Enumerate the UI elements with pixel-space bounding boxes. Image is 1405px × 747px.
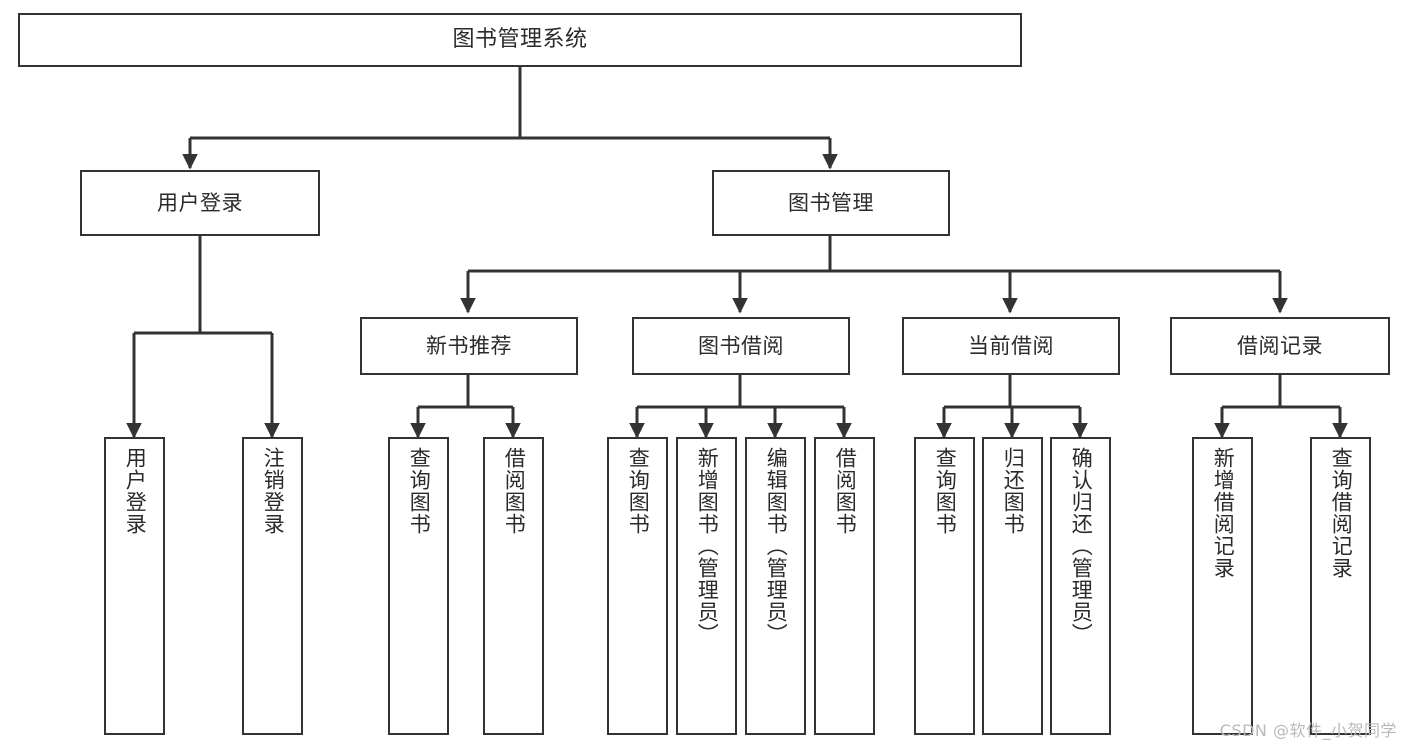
leaf-current-borrow-return[interactable]: 归还图书 bbox=[982, 437, 1043, 735]
leaf-borrow-record-query[interactable]: 查询借阅记录 bbox=[1310, 437, 1371, 735]
leaf-current-borrow-confirm[interactable]: 确认归还（管理员） bbox=[1050, 437, 1111, 735]
leaf-label: 查询图书 bbox=[407, 447, 432, 535]
node-borrow-record[interactable]: 借阅记录 bbox=[1170, 317, 1390, 375]
leaf-label: 借阅图书 bbox=[502, 447, 527, 535]
node-user-login-label: 用户登录 bbox=[157, 190, 243, 215]
node-new-book-recommend-label: 新书推荐 bbox=[426, 333, 512, 358]
leaf-book-borrow-query[interactable]: 查询图书 bbox=[607, 437, 668, 735]
node-current-borrow-label: 当前借阅 bbox=[968, 333, 1054, 358]
node-book-borrow-label: 图书借阅 bbox=[698, 333, 784, 358]
leaf-current-borrow-query[interactable]: 查询图书 bbox=[914, 437, 975, 735]
node-current-borrow[interactable]: 当前借阅 bbox=[902, 317, 1120, 375]
node-book-manage[interactable]: 图书管理 bbox=[712, 170, 950, 236]
node-borrow-record-label: 借阅记录 bbox=[1237, 333, 1323, 358]
leaf-book-borrow-add[interactable]: 新增图书（管理员） bbox=[676, 437, 737, 735]
node-root[interactable]: 图书管理系统 bbox=[18, 13, 1022, 67]
watermark: CSDN @软件_小贺同学 bbox=[1219, 721, 1397, 740]
leaf-label: 确认归还（管理员） bbox=[1069, 447, 1094, 645]
leaf-label: 查询图书 bbox=[626, 447, 651, 535]
leaf-label: 归还图书 bbox=[1001, 447, 1026, 535]
leaf-borrow-record-add[interactable]: 新增借阅记录 bbox=[1192, 437, 1253, 735]
node-book-borrow[interactable]: 图书借阅 bbox=[632, 317, 850, 375]
node-new-book-recommend[interactable]: 新书推荐 bbox=[360, 317, 578, 375]
leaf-label: 注销登录 bbox=[261, 447, 286, 535]
leaf-user-login-login[interactable]: 用户登录 bbox=[104, 437, 165, 735]
node-book-manage-label: 图书管理 bbox=[788, 190, 874, 215]
node-user-login[interactable]: 用户登录 bbox=[80, 170, 320, 236]
leaf-label: 编辑图书（管理员） bbox=[764, 447, 789, 645]
leaf-label: 新增借阅记录 bbox=[1211, 447, 1236, 579]
leaf-book-borrow-edit[interactable]: 编辑图书（管理员） bbox=[745, 437, 806, 735]
leaf-book-borrow-borrow[interactable]: 借阅图书 bbox=[814, 437, 875, 735]
leaf-label: 查询图书 bbox=[933, 447, 958, 535]
leaf-label: 借阅图书 bbox=[833, 447, 858, 535]
leaf-label: 查询借阅记录 bbox=[1329, 447, 1354, 579]
leaf-label: 新增图书（管理员） bbox=[695, 447, 720, 645]
leaf-user-login-logout[interactable]: 注销登录 bbox=[242, 437, 303, 735]
leaf-label: 用户登录 bbox=[123, 447, 148, 535]
leaf-new-book-borrow[interactable]: 借阅图书 bbox=[483, 437, 544, 735]
node-root-label: 图书管理系统 bbox=[452, 27, 588, 53]
leaf-new-book-query[interactable]: 查询图书 bbox=[388, 437, 449, 735]
